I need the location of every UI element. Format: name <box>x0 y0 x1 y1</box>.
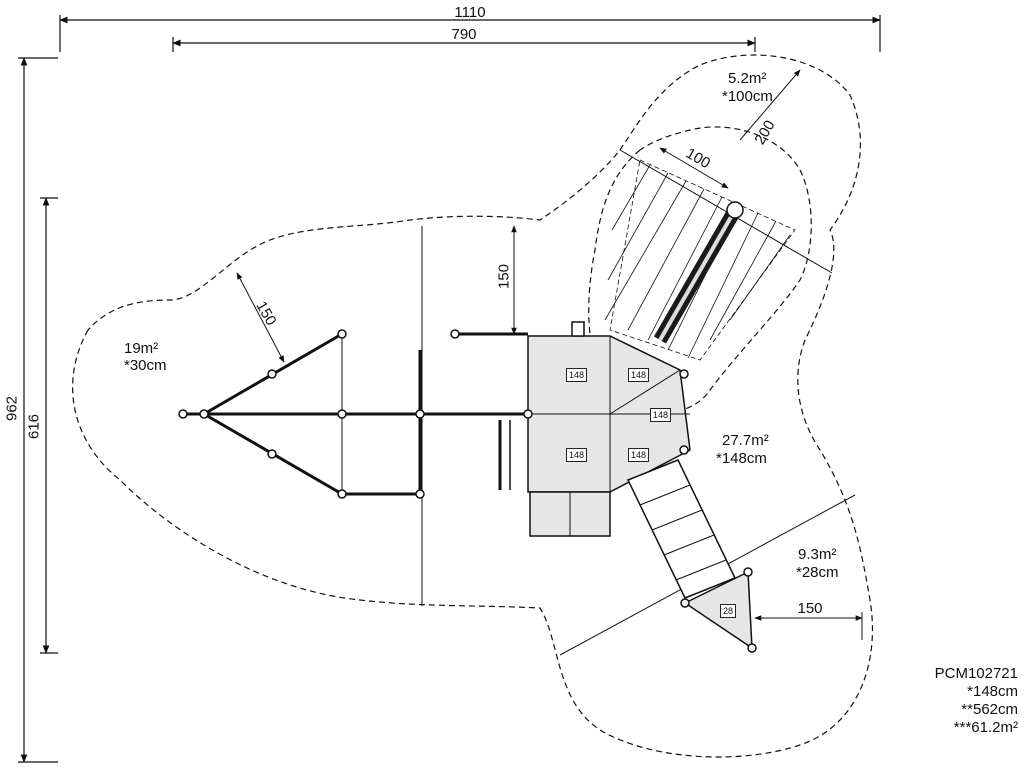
ramp <box>626 459 737 599</box>
platform-height-badge: 28 <box>720 604 737 618</box>
legend-line-1: *148cm <box>967 683 1018 700</box>
zone-bottom-right-fall-height: *28cm <box>796 564 839 581</box>
safety-zones <box>72 54 874 758</box>
legend-line-2: **562cm <box>961 701 1018 718</box>
dimension-lines <box>18 15 881 763</box>
small-platform <box>683 570 753 650</box>
slide <box>653 201 744 344</box>
overall-width-label: 1110 <box>454 4 486 21</box>
inner-width-label: 790 <box>451 26 477 43</box>
platform-height-badge: 148 <box>650 408 672 422</box>
zone-center-fall-height: *148cm <box>716 450 767 467</box>
zone-bottom-right-area: 9.3m² <box>798 546 837 563</box>
zone-top-right-area: 5.2m² <box>728 70 767 87</box>
platform-height-badge: 148 <box>566 448 588 462</box>
platform-height-badge: 148 <box>566 368 588 382</box>
ship-joints <box>178 329 757 653</box>
product-code: PCM102721 <box>934 665 1018 682</box>
zone-top-offset-label: 150 <box>495 263 513 290</box>
overall-height-label: 962 <box>3 395 21 422</box>
zone-left-area: 19m² <box>124 340 159 357</box>
zone-left-fall-height: *30cm <box>124 357 167 374</box>
legend-line-3: ***61.2m² <box>953 719 1018 736</box>
platform-height-badge: 148 <box>628 368 650 382</box>
ramp-zone-offset-label: 150 <box>797 600 823 617</box>
zone-boundaries <box>236 69 863 656</box>
zone-center-area: 27.7m² <box>722 432 769 449</box>
inner-height-label: 616 <box>25 413 43 440</box>
legend: PCM102721 *148cm **562cm ***61.2m² <box>935 665 1018 737</box>
platform-height-badge: 148 <box>628 448 650 462</box>
ship-frame <box>180 332 528 496</box>
zone-top-right-fall-height: *100cm <box>722 88 773 105</box>
